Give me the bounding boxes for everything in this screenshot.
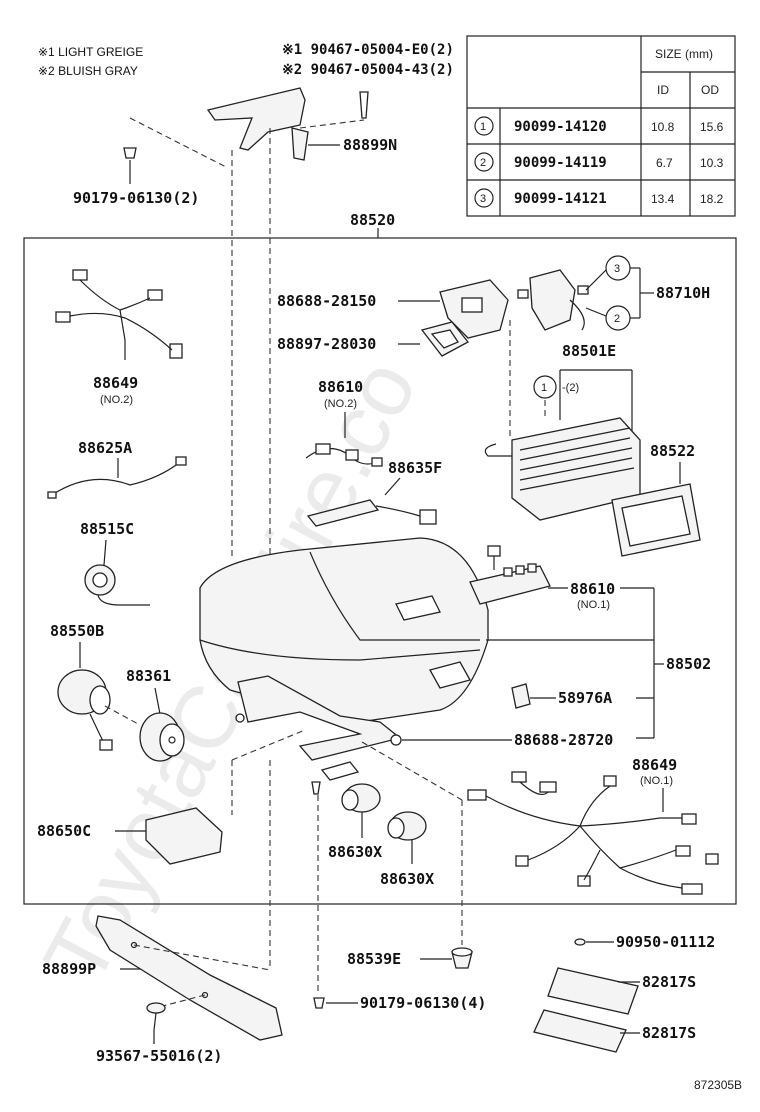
label-88897-28030[interactable]: 88897-28030 (277, 335, 376, 353)
row2-part[interactable]: 90099-14119 (514, 155, 607, 171)
bracket-88899N-shape (206, 87, 369, 161)
tape-82817S-b-shape (533, 1009, 627, 1053)
fan-88361-shape (139, 712, 185, 762)
label-58976A[interactable]: 58976A (558, 689, 612, 707)
label-88899N[interactable]: 88899N (343, 136, 397, 154)
label-88649-no1-sub: (NO.1) (640, 775, 673, 787)
circle-1: 1 (541, 382, 547, 394)
label-88610-no2-sub: (NO.2) (324, 398, 357, 410)
lower-bracket-shape (235, 675, 402, 781)
label-88650C[interactable]: 88650C (37, 822, 91, 840)
filter-88522-shape (611, 483, 701, 557)
sensor-88610-no2-shape (305, 443, 383, 467)
row1-id: 10.8 (651, 120, 675, 134)
label-88899P[interactable]: 88899P (42, 960, 96, 978)
gasket-88897-shape (420, 321, 469, 357)
row2-num: 2 (480, 157, 486, 169)
circle-1-qty: -(2) (562, 382, 579, 394)
row1-num: 1 (480, 121, 486, 133)
wire-88625A (51, 461, 181, 496)
label-88688-28720[interactable]: 88688-28720 (514, 731, 613, 749)
row2-od: 10.3 (700, 156, 724, 170)
clip-88539E-shape (451, 947, 473, 969)
color-note-2: ※2 BLUISH GRAY (38, 64, 138, 78)
harness-88649-no1-shape (467, 771, 719, 895)
label-82817S-a[interactable]: 82817S (642, 973, 696, 991)
row1-part[interactable]: 90099-14120 (514, 119, 607, 135)
label-88515C[interactable]: 88515C (80, 520, 134, 538)
label-90950-01112[interactable]: 90950-01112 (616, 933, 715, 951)
sensor-88610-no1-shape (469, 545, 551, 605)
label-88688-28150[interactable]: 88688-28150 (277, 292, 376, 310)
label-93567-55016-2[interactable]: 93567-55016(2) (96, 1047, 222, 1065)
motor-88630X-a-shape (341, 783, 381, 813)
row3-od: 18.2 (700, 192, 724, 206)
label-82817S-b[interactable]: 82817S (642, 1024, 696, 1042)
plug-90950 (574, 938, 586, 946)
label-88625A[interactable]: 88625A (78, 439, 132, 457)
clip-90179-4-shape (313, 997, 325, 1009)
label-88610-no1-sub: (NO.1) (577, 599, 610, 611)
screw-label-2[interactable]: ※2 90467-05004-43(2) (282, 62, 454, 78)
trim-88899P-shape (95, 915, 283, 1041)
assembly-frame (23, 237, 737, 905)
label-88550B[interactable]: 88550B (50, 622, 104, 640)
label-88630X-b[interactable]: 88630X (380, 870, 434, 888)
label-88502[interactable]: 88502 (666, 655, 711, 673)
label-90179-06130-4[interactable]: 90179-06130(4) (360, 994, 486, 1012)
label-88610-no2[interactable]: 88610 (318, 378, 363, 396)
motor-88630X-b-shape (387, 811, 427, 841)
clip-58976A-shape (511, 683, 531, 709)
label-88649-no1[interactable]: 88649 (632, 756, 677, 774)
label-88501E[interactable]: 88501E (562, 342, 616, 360)
label-88522[interactable]: 88522 (650, 442, 695, 460)
col-od: OD (701, 83, 719, 97)
ac-unit-housing-shape (199, 537, 489, 723)
screw-93567-shape (146, 1002, 166, 1031)
size-header: SIZE (mm) (655, 47, 713, 61)
label-88649-no2-sub: (NO.2) (100, 394, 133, 406)
row2-id: 6.7 (656, 156, 673, 170)
row3-id: 13.4 (651, 192, 675, 206)
circle-2: 2 (614, 313, 620, 325)
harness-88649-no2-shape (55, 269, 183, 360)
label-88361[interactable]: 88361 (126, 667, 171, 685)
screw-label-1[interactable]: ※1 90467-05004-E0(2) (282, 42, 454, 58)
bracket-88688-28150-shape (439, 279, 509, 339)
row3-part[interactable]: 90099-14121 (514, 191, 607, 207)
label-88630X-a[interactable]: 88630X (328, 843, 382, 861)
tape-82817S-a-shape (547, 967, 639, 1015)
row1-od: 15.6 (700, 120, 724, 134)
label-88539E[interactable]: 88539E (347, 950, 401, 968)
valve-88710H-shape (517, 269, 589, 331)
label-90179-06130-2[interactable]: 90179-06130(2) (73, 189, 199, 207)
ecu-88650C-shape (145, 807, 223, 865)
circle-3: 3 (614, 263, 620, 275)
color-note-1: ※1 LIGHT GREIGE (38, 45, 143, 59)
label-88610-no1[interactable]: 88610 (570, 580, 615, 598)
col-id: ID (657, 83, 669, 97)
label-88635F[interactable]: 88635F (388, 459, 442, 477)
label-88710H[interactable]: 88710H (656, 284, 710, 302)
label-88649-no2[interactable]: 88649 (93, 374, 138, 392)
diagram-id: 872305B (694, 1078, 742, 1092)
motor-88550B-shape (57, 669, 113, 751)
size-table: SIZE (mm) ID OD 1 90099-14120 10.8 15.6 … (466, 35, 736, 217)
row3-num: 3 (480, 193, 486, 205)
sensor-88515C-shape (84, 564, 150, 606)
label-88520[interactable]: 88520 (350, 211, 395, 229)
sensor-88635F-shape (306, 499, 437, 527)
